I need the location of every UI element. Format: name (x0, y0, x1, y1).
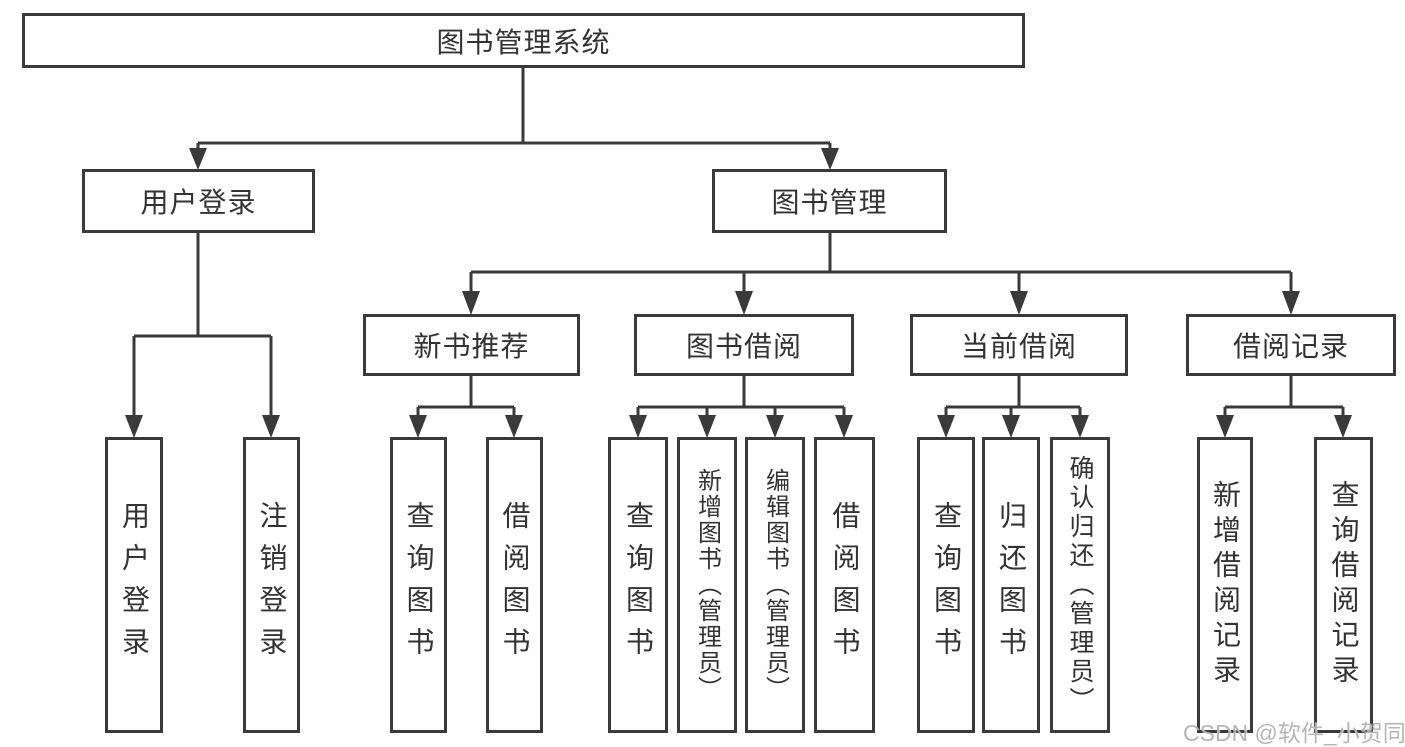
leaf-label: 归还图书 (996, 501, 1027, 669)
leaf-node-query-borrow-record: 查询借阅记录 (1314, 437, 1373, 733)
node-borrow-records-label: 借阅记录 (1232, 331, 1349, 362)
node-book-mgmt: 图书管理 (712, 169, 947, 233)
node-root: 图书管理系统 (22, 13, 1025, 68)
leaf-label: 注销登录 (256, 501, 288, 669)
node-current-borrow: 当前借阅 (910, 314, 1128, 376)
leaf-label: 查询图书 (403, 501, 435, 669)
node-current-borrow-label: 当前借阅 (960, 331, 1077, 362)
leaf-node-borrow-books-1: 借阅图书 (486, 437, 543, 733)
node-new-book-rec-label: 新书推荐 (413, 331, 530, 362)
leaf-label: 查询图书 (623, 501, 654, 669)
leaf-node-return-books: 归还图书 (982, 437, 1040, 733)
node-user-login-label: 用户登录 (140, 187, 257, 218)
leaf-node-confirm-return-admin: 确认归还（管理员） (1050, 437, 1110, 733)
leaf-label: 确认归还（管理员） (1066, 454, 1094, 716)
leaf-node-add-borrow-record: 新增借阅记录 (1197, 437, 1253, 733)
leaf-node-add-books-admin: 新增图书（管理员） (677, 437, 737, 733)
node-book-borrow-label: 图书借阅 (685, 331, 802, 362)
leaf-node-logout: 注销登录 (243, 437, 300, 733)
leaf-label: 借阅图书 (829, 501, 861, 669)
node-book-mgmt-label: 图书管理 (771, 187, 888, 218)
leaf-label: 借阅图书 (499, 501, 531, 669)
connector-user-login-children (125, 233, 280, 438)
leaf-node-query-books-3: 查询图书 (917, 437, 975, 733)
leaf-label: 新增图书（管理员） (693, 468, 721, 702)
connector-new-book-rec-children (409, 376, 523, 438)
leaf-node-borrow-books-2: 借阅图书 (814, 437, 875, 733)
node-borrow-records: 借阅记录 (1186, 314, 1396, 376)
connector-book-mgmt-children (462, 233, 1300, 315)
node-new-book-rec: 新书推荐 (363, 314, 580, 376)
leaf-label: 查询借阅记录 (1328, 480, 1360, 690)
connector-borrow-records-children (1216, 376, 1352, 438)
leaf-node-edit-books-admin: 编辑图书（管理员） (745, 437, 805, 733)
connector-book-borrow-children (629, 376, 853, 438)
connector-current-borrow-children (937, 376, 1089, 438)
leaf-label: 编辑图书（管理员） (761, 468, 789, 702)
leaf-node-query-books-2: 查询图书 (608, 437, 668, 733)
leaf-label: 查询图书 (931, 501, 962, 669)
node-user-login: 用户登录 (82, 169, 315, 233)
node-book-borrow: 图书借阅 (634, 314, 854, 376)
node-root-label: 图书管理系统 (436, 26, 611, 58)
leaf-node-query-books-1: 查询图书 (390, 437, 447, 733)
leaf-label: 新增借阅记录 (1210, 480, 1241, 690)
leaf-node-user-login-action: 用户登录 (105, 437, 163, 733)
watermark-text: CSDN @软件_小贺同学 (1183, 720, 1405, 746)
connector-root-to-level2 (189, 68, 839, 170)
leaf-label: 用户登录 (119, 501, 150, 669)
